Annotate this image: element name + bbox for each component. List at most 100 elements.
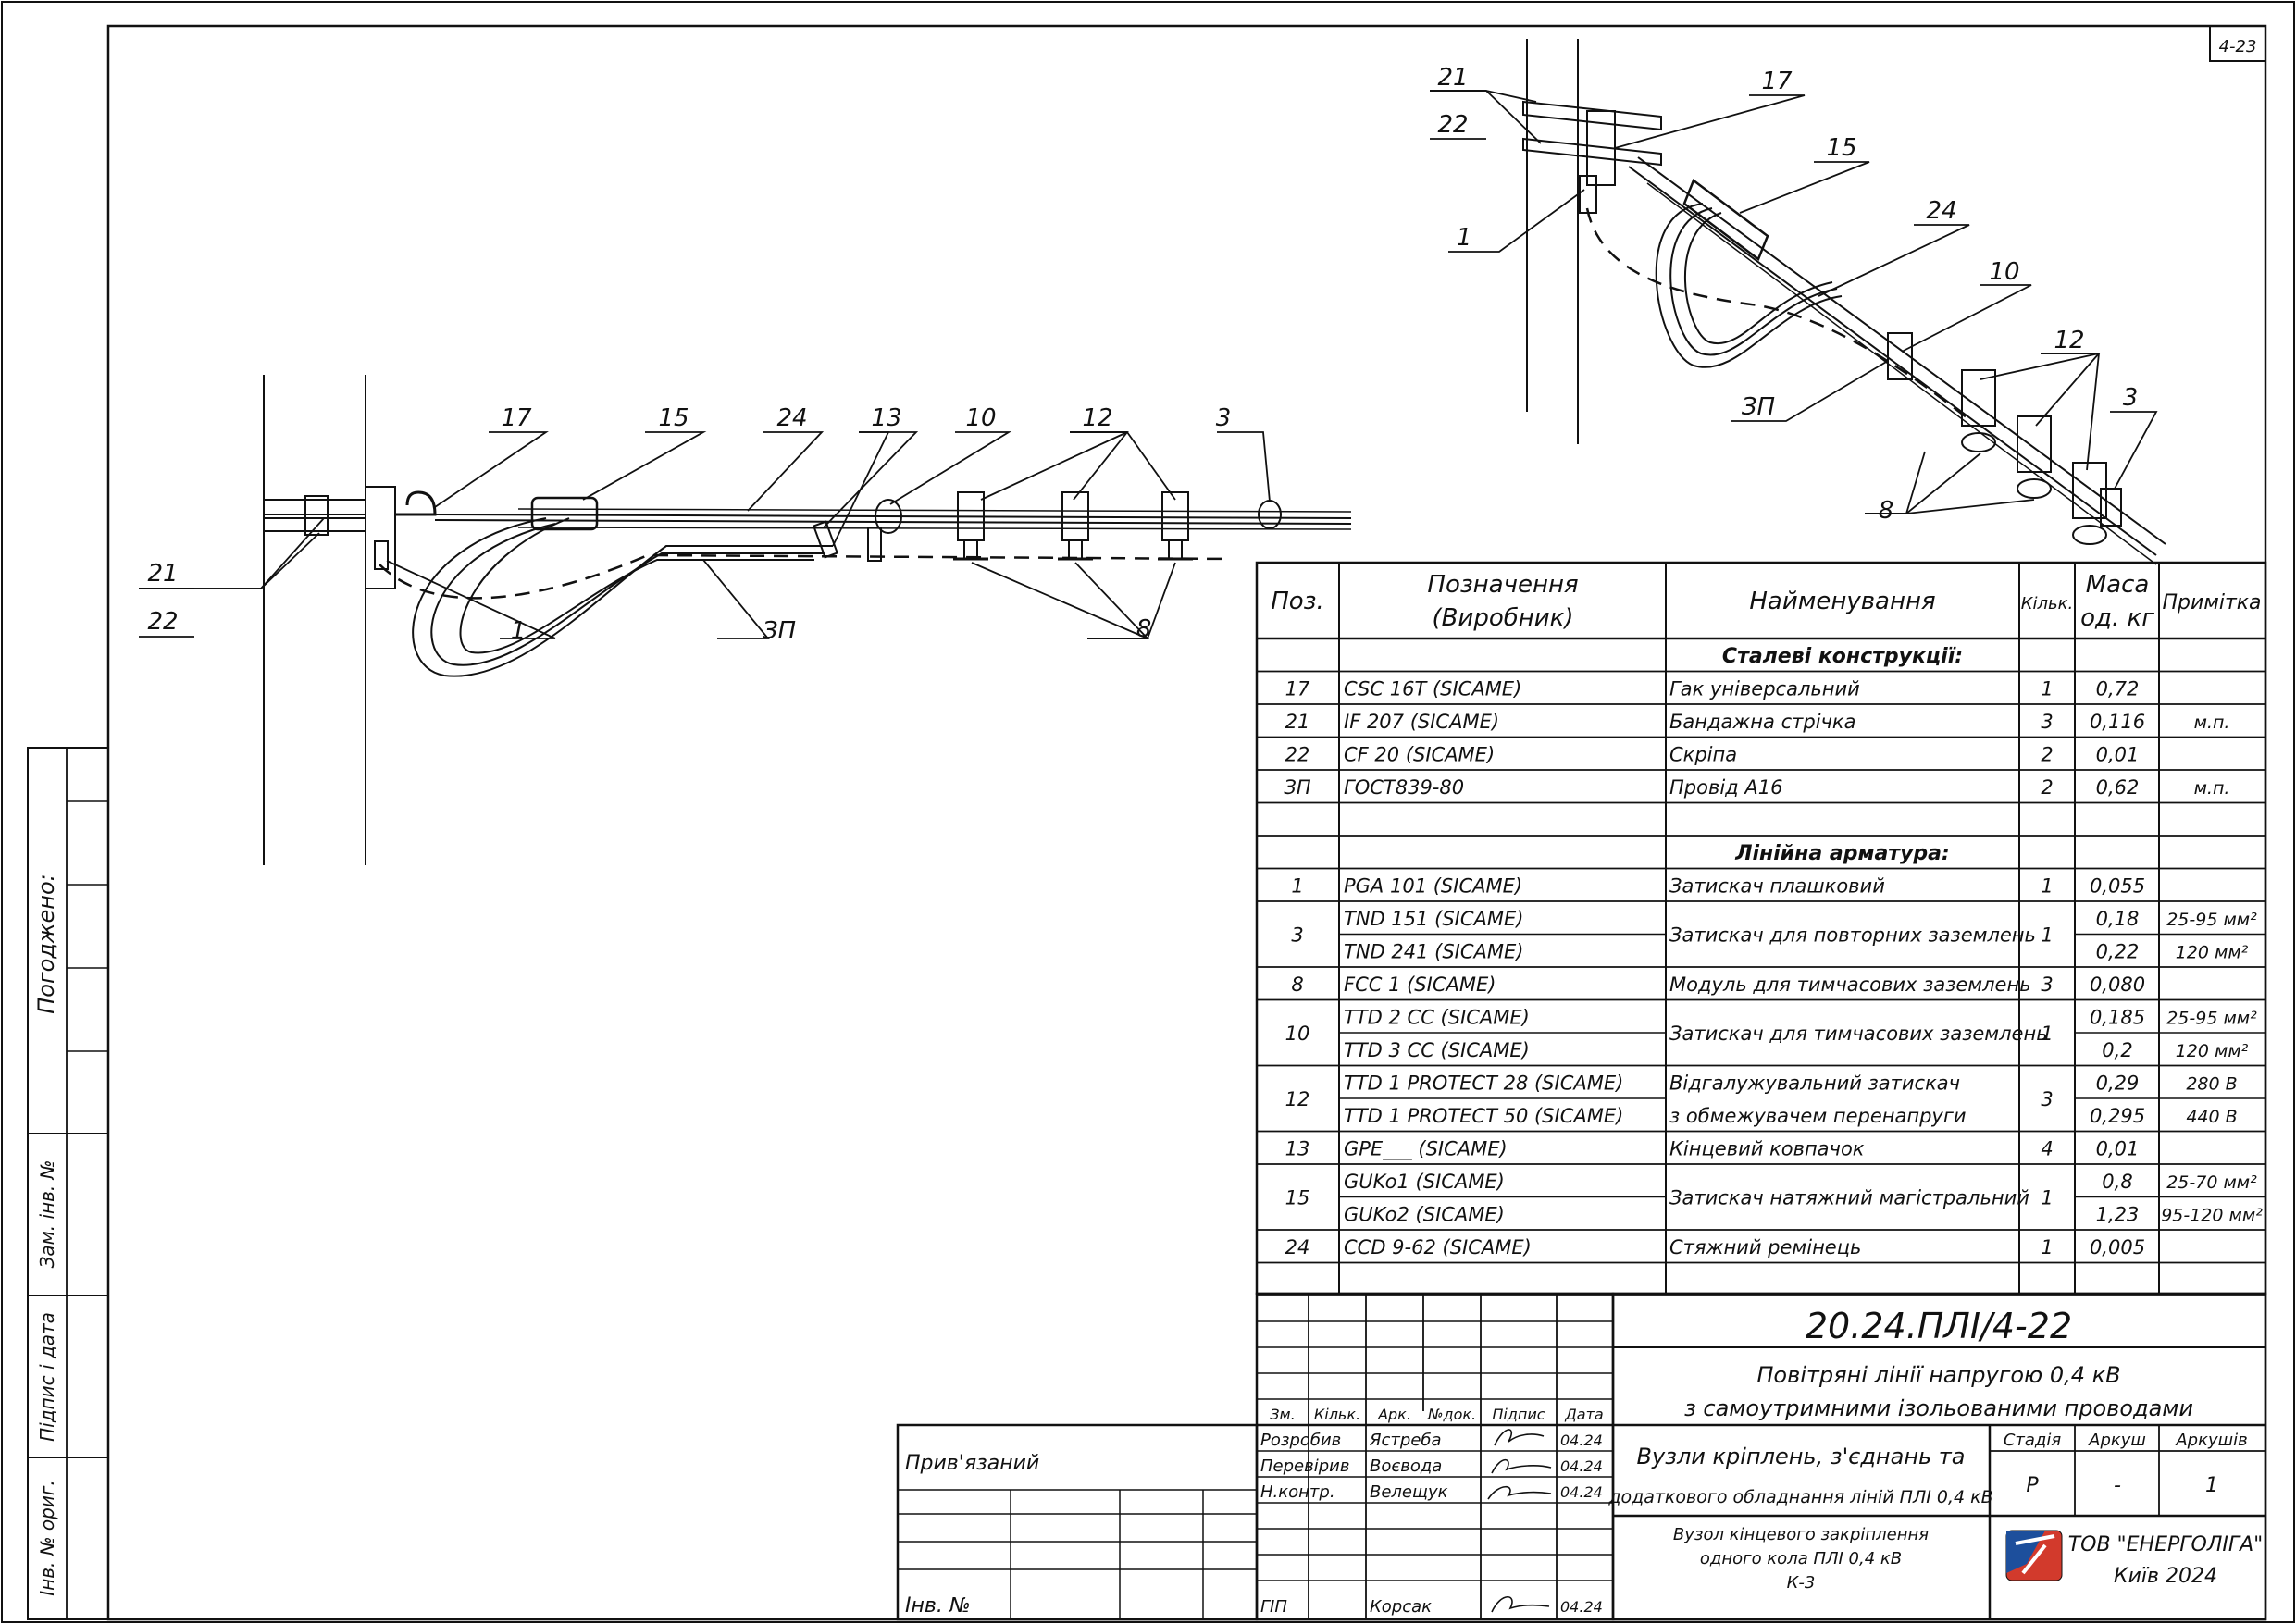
cell-mass: 0,2 — [2102, 1039, 2132, 1061]
header-manufacturer: (Виробник) — [1432, 604, 1573, 632]
cell-note: 25-95 мм² — [2166, 1009, 2257, 1029]
cell-name: Затискач для тимчасових заземлень — [1669, 1023, 2048, 1045]
cable-loop — [459, 517, 814, 654]
temp-ground-module — [867, 527, 882, 562]
cell-mass: 0,185 — [2090, 1007, 2145, 1029]
col-signature: Підпис — [1492, 1406, 1545, 1423]
name-developed: Ястреба — [1369, 1431, 1442, 1450]
band-strap — [1522, 100, 1662, 131]
callout-label: 24 — [776, 404, 807, 432]
callout-label: ЗП — [763, 617, 796, 645]
right-isometric-diagram: 21 22 17 15 24 1 10 12 3 ЗП 8 — [1430, 39, 2166, 565]
name-checked: Воєвода — [1370, 1457, 1442, 1476]
callout-label: 12 — [2054, 327, 2084, 354]
cell-note: 120 мм² — [2176, 1041, 2249, 1061]
callout-label: 22 — [147, 608, 178, 636]
cell-designation: TND 241 (SICAME) — [1344, 941, 1523, 963]
cell-pos: 21 — [1285, 711, 1310, 733]
cell-qty: 1 — [2041, 924, 2053, 947]
signatures — [1487, 1429, 1552, 1613]
cell-pos: 1 — [1291, 874, 1303, 897]
cell-name: Модуль для тимчасових заземлень — [1669, 973, 2031, 996]
cell-mass: 0,01 — [2096, 1138, 2140, 1160]
cell-qty: 3 — [2041, 1088, 2053, 1110]
callout-label: 10 — [965, 404, 996, 432]
cell-mass: 0,18 — [2096, 908, 2140, 930]
cell-designation: TTD 2 CC (SICAME) — [1344, 1007, 1530, 1029]
callout-label: 24 — [1926, 197, 1956, 225]
cell-mass: 0,72 — [2096, 678, 2140, 700]
header-qty: Кільк. — [2021, 594, 2074, 614]
role-normcontrol: Н.контр. — [1260, 1482, 1335, 1502]
cell-note: м.п. — [2194, 713, 2230, 733]
cell-note: 120 мм² — [2176, 943, 2249, 963]
callout-label: 3 — [2123, 384, 2139, 412]
cell-mass: 0,295 — [2090, 1105, 2145, 1127]
linked-label: Прив'язаний — [905, 1452, 1039, 1475]
cell-designation: CCD 9-62 (SICAME) — [1344, 1236, 1532, 1258]
col-date: Дата — [1564, 1406, 1603, 1423]
specification-table: Поз. Позначення (Виробник) Найменування … — [1255, 561, 2267, 1296]
node-line-1: Вузол кінцевого закріплення — [1673, 1525, 1929, 1544]
cell-designation: GUKo1 (SICAME) — [1344, 1171, 1505, 1193]
cell-name: Кінцевий ковпачок — [1669, 1137, 1865, 1159]
band-strap — [263, 499, 366, 515]
sheets-value: 1 — [2205, 1474, 2218, 1497]
pga-clamp — [374, 540, 389, 570]
tension-clamp — [530, 496, 599, 531]
cell-designation: CSC 16T (SICAME) — [1344, 678, 1521, 700]
drawing-title-1: Вузли кріплень, з'єднань та — [1637, 1444, 1966, 1469]
cell-name: Бандажна стрічка — [1669, 711, 1856, 733]
header-note: Примітка — [2162, 591, 2261, 614]
callout-label: 22 — [1437, 111, 1468, 139]
header-name: Найменування — [1749, 588, 1935, 615]
leader-lines — [139, 431, 1271, 639]
bundle-line — [434, 514, 1352, 519]
cell-designation: PGA 101 (SICAME) — [1344, 875, 1522, 898]
cell-note: м.п. — [2194, 778, 2230, 799]
company-logo — [2005, 1530, 2063, 1581]
callout-label: 13 — [871, 404, 901, 432]
cell-designation: TTD 1 PROTECT 50 (SICAME) — [1344, 1105, 1623, 1127]
cell-pos: 10 — [1285, 1023, 1310, 1045]
cell-designation: TND 151 (SICAME) — [1344, 908, 1523, 930]
col-change: Зм. — [1270, 1406, 1295, 1423]
cell-name: Гак універсальний — [1669, 677, 1860, 700]
cell-designation: GPE___ (SICAME) — [1344, 1138, 1508, 1161]
callout-label: 17 — [1761, 68, 1793, 95]
cell-name: Затискач натяжний магістральний — [1669, 1187, 2029, 1209]
temp-ground-clamp — [875, 499, 902, 534]
cell-mass: 0,8 — [2102, 1171, 2132, 1193]
callout-label: 17 — [501, 404, 532, 432]
bundle-line — [1646, 182, 2157, 565]
date-developed: 04.24 — [1560, 1432, 1603, 1449]
cell-qty: 1 — [2041, 1023, 2053, 1045]
bundle-line — [517, 508, 1352, 513]
cable-loop — [430, 523, 824, 666]
cell-mass: 0,116 — [2090, 711, 2145, 733]
cell-pos: 22 — [1285, 743, 1310, 765]
role-checked: Перевірив — [1260, 1457, 1349, 1476]
cell-qty: 1 — [2041, 1187, 2053, 1209]
section-title: Лінійна арматура: — [1734, 842, 1950, 865]
company-city-year: Київ 2024 — [2114, 1565, 2217, 1588]
callout-label: 3 — [1216, 404, 1232, 432]
callout-label: 10 — [1989, 258, 2019, 286]
cell-designation: TTD 3 CC (SICAME) — [1344, 1039, 1530, 1061]
node-line-2: одного кола ПЛІ 0,4 кВ — [1700, 1549, 1902, 1568]
cell-mass: 0,01 — [2096, 744, 2140, 766]
cell-qty: 1 — [2041, 1236, 2053, 1258]
cell-note: 280 В — [2186, 1074, 2237, 1095]
leader-lines — [1430, 90, 2158, 514]
stamp-inv-orig: Інв. № ориг. — [36, 1480, 58, 1595]
left-assembly-diagram: 17 15 24 13 10 12 3 21 22 1 ЗП 8 — [139, 375, 1352, 865]
sheet-id-box — [2209, 25, 2266, 62]
name-chief-engineer: Корсак — [1370, 1597, 1432, 1617]
cell-qty: 2 — [2041, 776, 2053, 799]
universal-hook — [395, 490, 437, 516]
cell-pos: 15 — [1285, 1187, 1310, 1209]
branch-clamp-group — [953, 491, 1193, 561]
cell-designation: IF 207 (SICAME) — [1344, 711, 1499, 733]
cell-pos: 3 — [1291, 924, 1303, 947]
header-mass: Маса — [2086, 571, 2150, 599]
